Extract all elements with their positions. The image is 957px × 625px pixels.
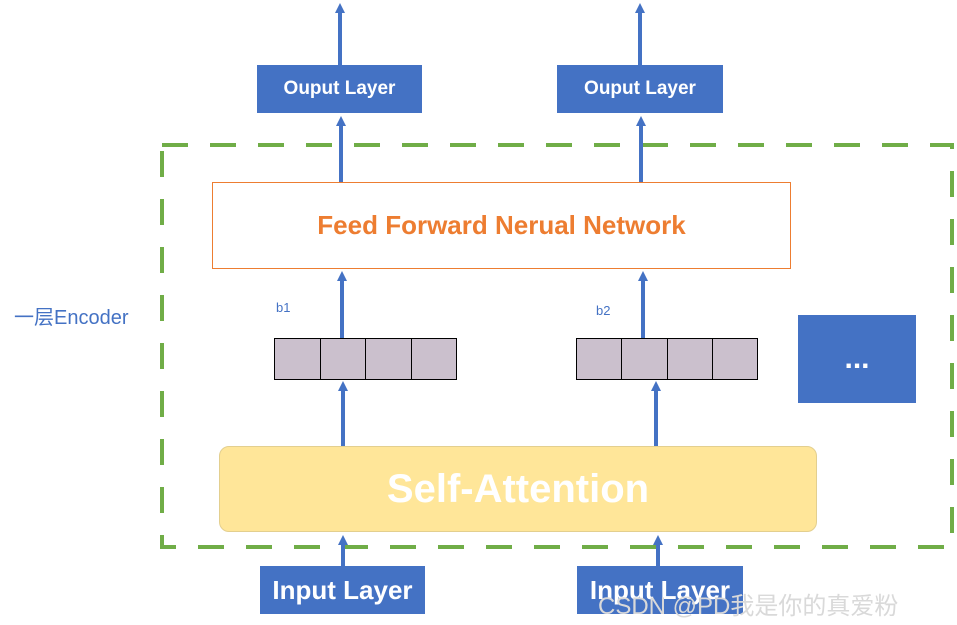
self-attention-block: Self-Attention [219, 446, 817, 532]
more-ellipsis-box: ... [798, 315, 916, 403]
input-layer-2: Input Layer [577, 566, 743, 614]
vector-cell [275, 339, 321, 379]
vector-cell [713, 339, 757, 379]
vector-label-b1: b1 [276, 300, 291, 315]
vector-cell [366, 339, 412, 379]
vector-cell [577, 339, 623, 379]
vector-label-b2: b2 [596, 303, 611, 318]
output-layer-2: Ouput Layer [557, 65, 723, 113]
vector-b2 [576, 338, 758, 380]
input-layer-1: Input Layer [260, 566, 425, 614]
feed-forward-network: Feed Forward Nerual Network [212, 182, 791, 269]
vector-cell [622, 339, 668, 379]
vector-cell [412, 339, 457, 379]
vector-cell [321, 339, 366, 379]
watermark: CSDN @PD我是你的真爱粉 [598, 593, 899, 620]
vector-cell [668, 339, 713, 379]
output-layer-1: Ouput Layer [257, 65, 422, 113]
encoder-label: 一层Encoder [14, 307, 129, 329]
vector-b1 [274, 338, 457, 380]
encoder-boundary [160, 143, 954, 549]
